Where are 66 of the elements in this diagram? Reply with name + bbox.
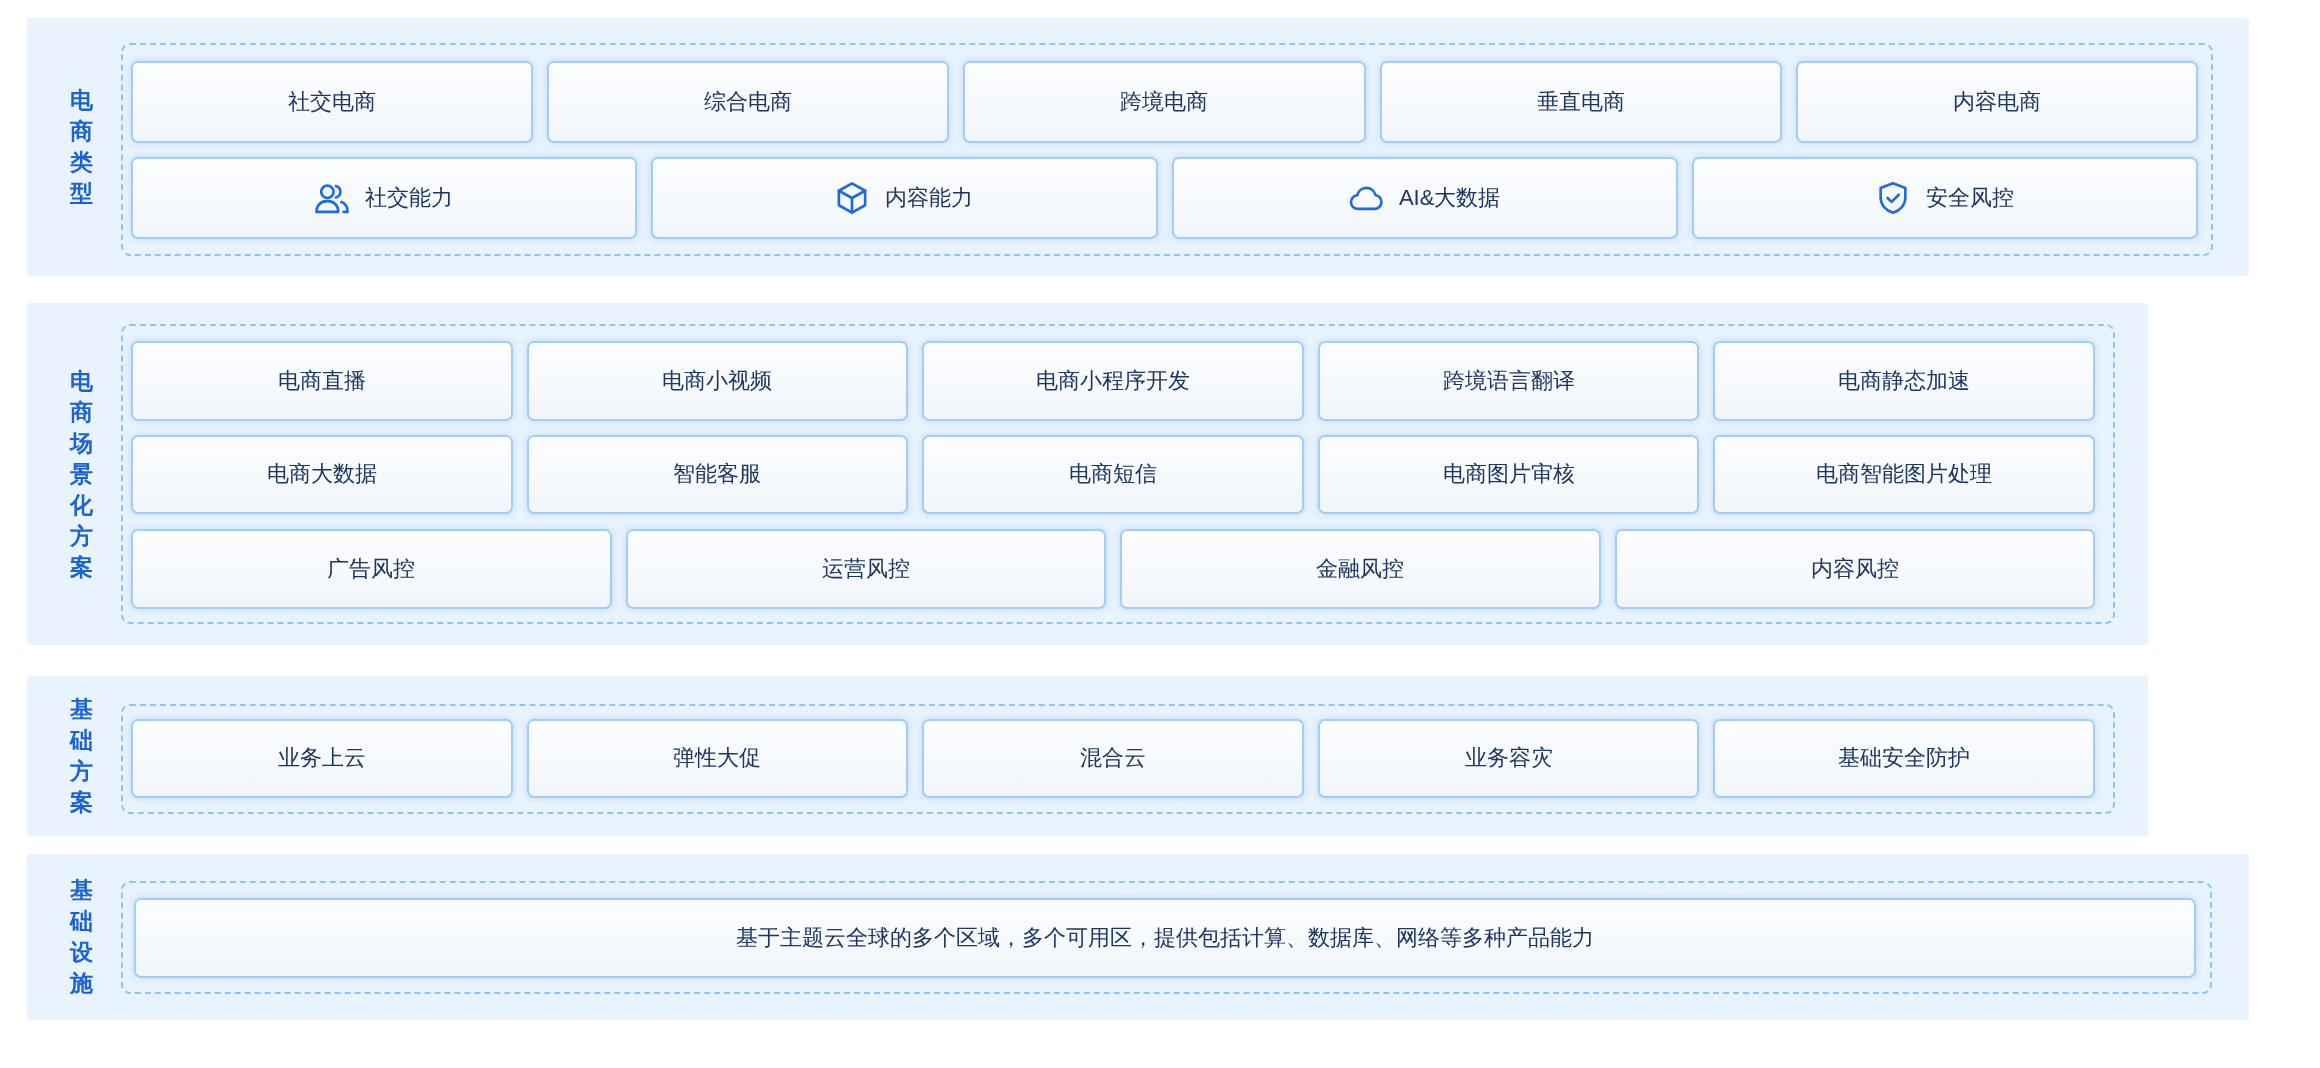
module-card <box>1171 157 1678 239</box>
module-label: 智能客服 <box>673 461 762 488</box>
module-card <box>1317 341 1700 421</box>
module-label: 基础安全防护 <box>1838 745 1971 772</box>
module-card <box>1691 157 2198 239</box>
module-card <box>1795 61 2198 143</box>
layer-panel <box>27 676 2148 836</box>
module-label: 电商智能图片处理 <box>1816 461 1993 488</box>
layer-title: 电商场景化方案 <box>68 366 94 582</box>
module-card <box>526 719 909 798</box>
module-label: 电商直播 <box>277 367 366 395</box>
module-card <box>131 435 513 514</box>
module-label: 跨境电商 <box>1120 88 1209 116</box>
module-label: 电商图片审核 <box>1442 461 1575 488</box>
module-card <box>1713 341 2095 421</box>
module-label: 内容电商 <box>1952 88 2041 116</box>
module-card <box>1317 435 1700 514</box>
module-card <box>547 61 950 143</box>
module-label: 综合电商 <box>704 88 793 116</box>
module-label: 跨境语言翻译 <box>1442 367 1575 395</box>
module-card <box>134 898 2196 978</box>
module-label: 金融风控 <box>1316 555 1405 583</box>
module-card <box>131 61 534 143</box>
module-card <box>1713 719 2095 798</box>
module-card <box>922 341 1304 421</box>
layer-title: 基础设施 <box>68 876 94 998</box>
module-card <box>963 61 1366 143</box>
module-card <box>922 435 1304 514</box>
module-label: 安全风控 <box>1925 184 2014 212</box>
module-label: 电商静态加速 <box>1838 367 1971 395</box>
module-card <box>131 341 513 421</box>
module-label: 弹性大促 <box>673 745 762 772</box>
module-card <box>922 719 1304 798</box>
module-card <box>526 435 909 514</box>
module-card <box>651 157 1158 239</box>
layer-panel <box>27 854 2249 1020</box>
module-label: 混合云 <box>1080 745 1146 772</box>
module-label: 社交能力 <box>365 184 454 212</box>
layer-title: 基础方案 <box>68 695 94 817</box>
module-label: 电商小视频 <box>662 367 773 395</box>
module-label: 广告风控 <box>327 555 416 583</box>
module-label: 运营风控 <box>821 555 910 583</box>
module-label: 垂直电商 <box>1536 88 1625 116</box>
module-label: 电商短信 <box>1069 461 1157 488</box>
module-card <box>1614 529 2095 609</box>
module-card <box>131 719 513 798</box>
layer-panel <box>27 303 2148 645</box>
module-card <box>131 157 638 239</box>
module-label: 电商小程序开发 <box>1036 367 1190 395</box>
module-card <box>1120 529 1601 609</box>
module-card <box>131 529 612 609</box>
module-card <box>526 341 909 421</box>
module-label: 基于主题云全球的多个区域，多个可用区，提供包括计算、数据库、网络等多种产品能力 <box>736 924 1594 952</box>
module-card <box>1713 435 2095 514</box>
layer-title: 电商类型 <box>68 86 94 208</box>
module-card <box>625 529 1106 609</box>
module-label: AI&大数据 <box>1398 184 1501 212</box>
module-label: 业务容灾 <box>1464 745 1553 772</box>
module-label: 内容风控 <box>1810 555 1899 583</box>
module-label: 业务上云 <box>277 745 366 772</box>
module-label: 社交电商 <box>288 88 377 116</box>
module-card <box>1379 61 1782 143</box>
layer-panel <box>27 18 2249 276</box>
module-label: 电商大数据 <box>266 461 377 488</box>
module-card <box>1317 719 1700 798</box>
module-label: 内容能力 <box>885 184 974 212</box>
